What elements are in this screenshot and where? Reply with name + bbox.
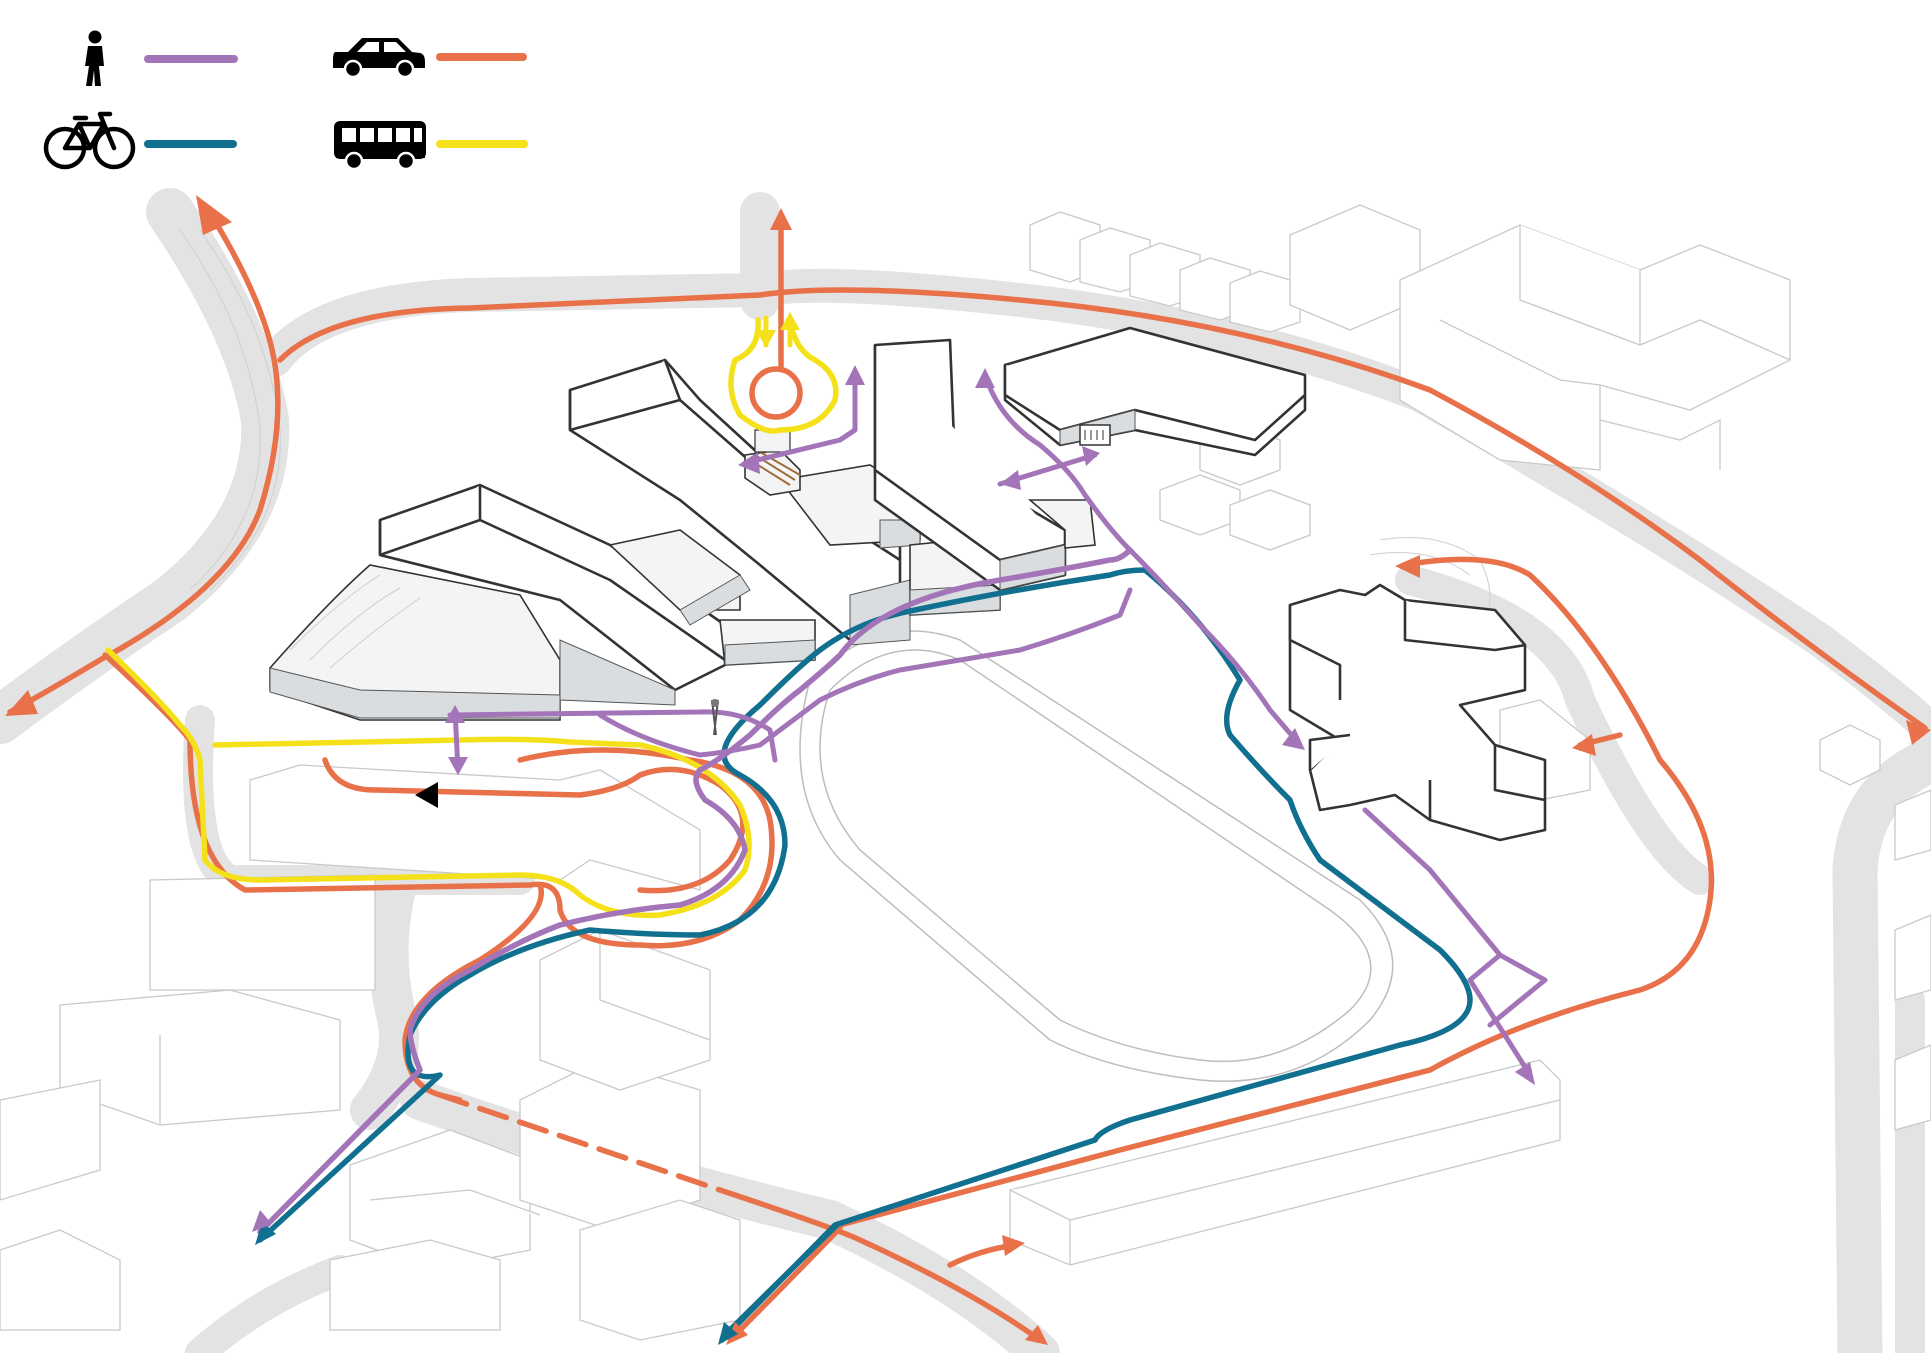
legend <box>43 30 528 171</box>
car-route-west <box>7 202 281 715</box>
pedestrian-route-zigzag <box>1487 952 1548 1028</box>
pedestrian-arrowhead-gym <box>1000 470 1021 490</box>
sports-field <box>799 630 1394 1082</box>
car-arrowhead-stub <box>1572 734 1596 756</box>
building-bottom-right-long <box>1009 1059 1561 1266</box>
pedestrian-arrowhead-southwest <box>252 1210 272 1232</box>
car-arrowhead-south <box>1025 1325 1048 1345</box>
pedestrian-route-west-building <box>447 709 778 763</box>
car-arrowhead-east <box>1906 720 1931 745</box>
buildings-bottom-left <box>0 874 741 1341</box>
direction-arrowhead <box>415 782 438 808</box>
houses-far-right <box>1819 724 1931 1131</box>
bicycle-routes <box>257 567 1473 1343</box>
building-gymnasium <box>1003 326 1307 457</box>
car-route-east <box>837 556 1715 1228</box>
car-route-south <box>402 882 544 1103</box>
bus-route-loop <box>105 647 752 919</box>
route-arrowheads <box>5 195 1931 1345</box>
car-routes <box>7 202 1928 1343</box>
car-arrowhead-north <box>770 208 792 230</box>
pedestrian-arrowhead-roundabout <box>845 365 865 385</box>
pedestrian-route-east <box>982 372 1303 748</box>
sculpture-marker <box>711 699 719 736</box>
car-route-south-dashed <box>437 1092 723 1193</box>
bus-arrowhead-north <box>780 312 800 330</box>
pedestrian-icon <box>85 30 104 86</box>
pedestrian-arrowhead-west-down <box>448 757 468 775</box>
car-arrowhead-northwest <box>196 195 232 235</box>
pedestrian-arrowhead-west-up <box>445 705 465 723</box>
context-buildings <box>0 204 1931 1341</box>
pedestrian-route-campus-spine <box>597 587 1133 758</box>
car-arrowhead-west <box>5 690 38 716</box>
pedestrian-route-main <box>257 547 1133 1235</box>
pedestrian-route-southeast <box>1362 807 1533 1078</box>
car-roundabout <box>749 366 803 420</box>
bicycle-route-bottom-branch <box>722 1221 841 1338</box>
car-route-bottom-branch <box>732 1225 843 1338</box>
pedestrian-arrowhead-north <box>975 368 995 388</box>
car-arrowhead-bldg <box>1002 1235 1025 1256</box>
car-arrowhead-gym-road <box>1395 555 1420 578</box>
pedestrian-arrowhead-gym-2 <box>1082 446 1100 466</box>
bicycle-arrowhead-south <box>718 1322 738 1345</box>
bus-arrowhead-in <box>756 330 776 348</box>
car-route-west-loop <box>102 652 775 949</box>
pedestrian-route-roundabout <box>742 372 858 466</box>
building-west-wing <box>269 564 561 721</box>
bicycle-icon <box>43 111 136 170</box>
complex-top-right <box>1399 224 1791 471</box>
pedestrian-arrowhead-southeast <box>1515 1062 1535 1085</box>
connector-1 <box>608 529 816 666</box>
car-icon <box>333 38 425 79</box>
car-route-inner-loop <box>322 757 746 894</box>
school-buildings <box>269 326 1547 842</box>
car-route-perimeter <box>277 287 1928 731</box>
bus-route-roundabout <box>728 317 839 434</box>
bus-icon <box>334 120 426 171</box>
pedestrian-arrowhead-east-bldg <box>1282 728 1305 750</box>
bicycle-route-main <box>257 567 1473 1343</box>
building-wing-3 <box>873 338 1096 592</box>
car-route-bottom <box>717 1187 1043 1343</box>
pedestrian-arrowhead-canopy <box>738 452 760 474</box>
building-east-x <box>1288 583 1547 842</box>
